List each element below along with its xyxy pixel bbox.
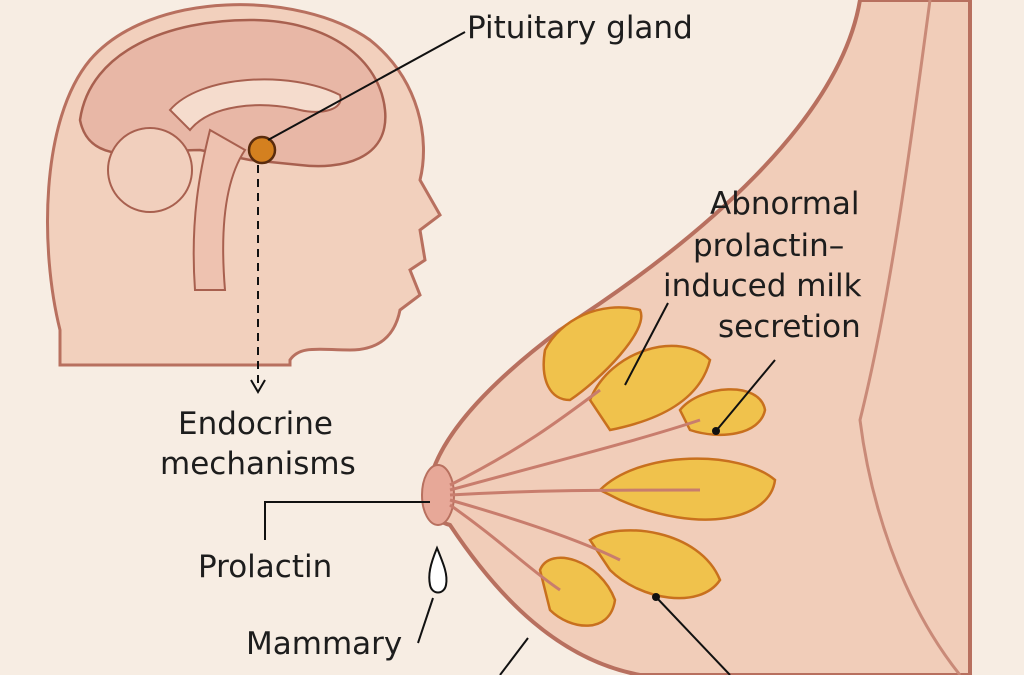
pituitary-gland-label: Pituitary gland (467, 10, 693, 46)
abnormal-label-line2: prolactin– (693, 228, 845, 264)
abnormal-label-line3: induced milk (663, 268, 862, 304)
breast-illustration (264, 0, 972, 675)
mammary-lobules (538, 306, 777, 627)
mammary-label: Mammary (246, 626, 403, 662)
nipple-icon (421, 464, 455, 526)
cerebellum-icon (107, 127, 193, 213)
prolactin-label: Prolactin (198, 549, 333, 585)
abnormal-label-line4: secretion (718, 309, 861, 345)
milk-drop-icon (428, 545, 448, 594)
prolactin-leader-line (264, 501, 430, 540)
pituitary-gland-icon (247, 135, 277, 165)
endocrine-label-line2: mechanisms (160, 446, 356, 482)
head-illustration (46, 3, 466, 394)
endocrine-label-line1: Endocrine (178, 406, 333, 442)
abnormal-label-line1: Abnormal (710, 186, 860, 222)
pituitary-leader-line (267, 31, 466, 141)
